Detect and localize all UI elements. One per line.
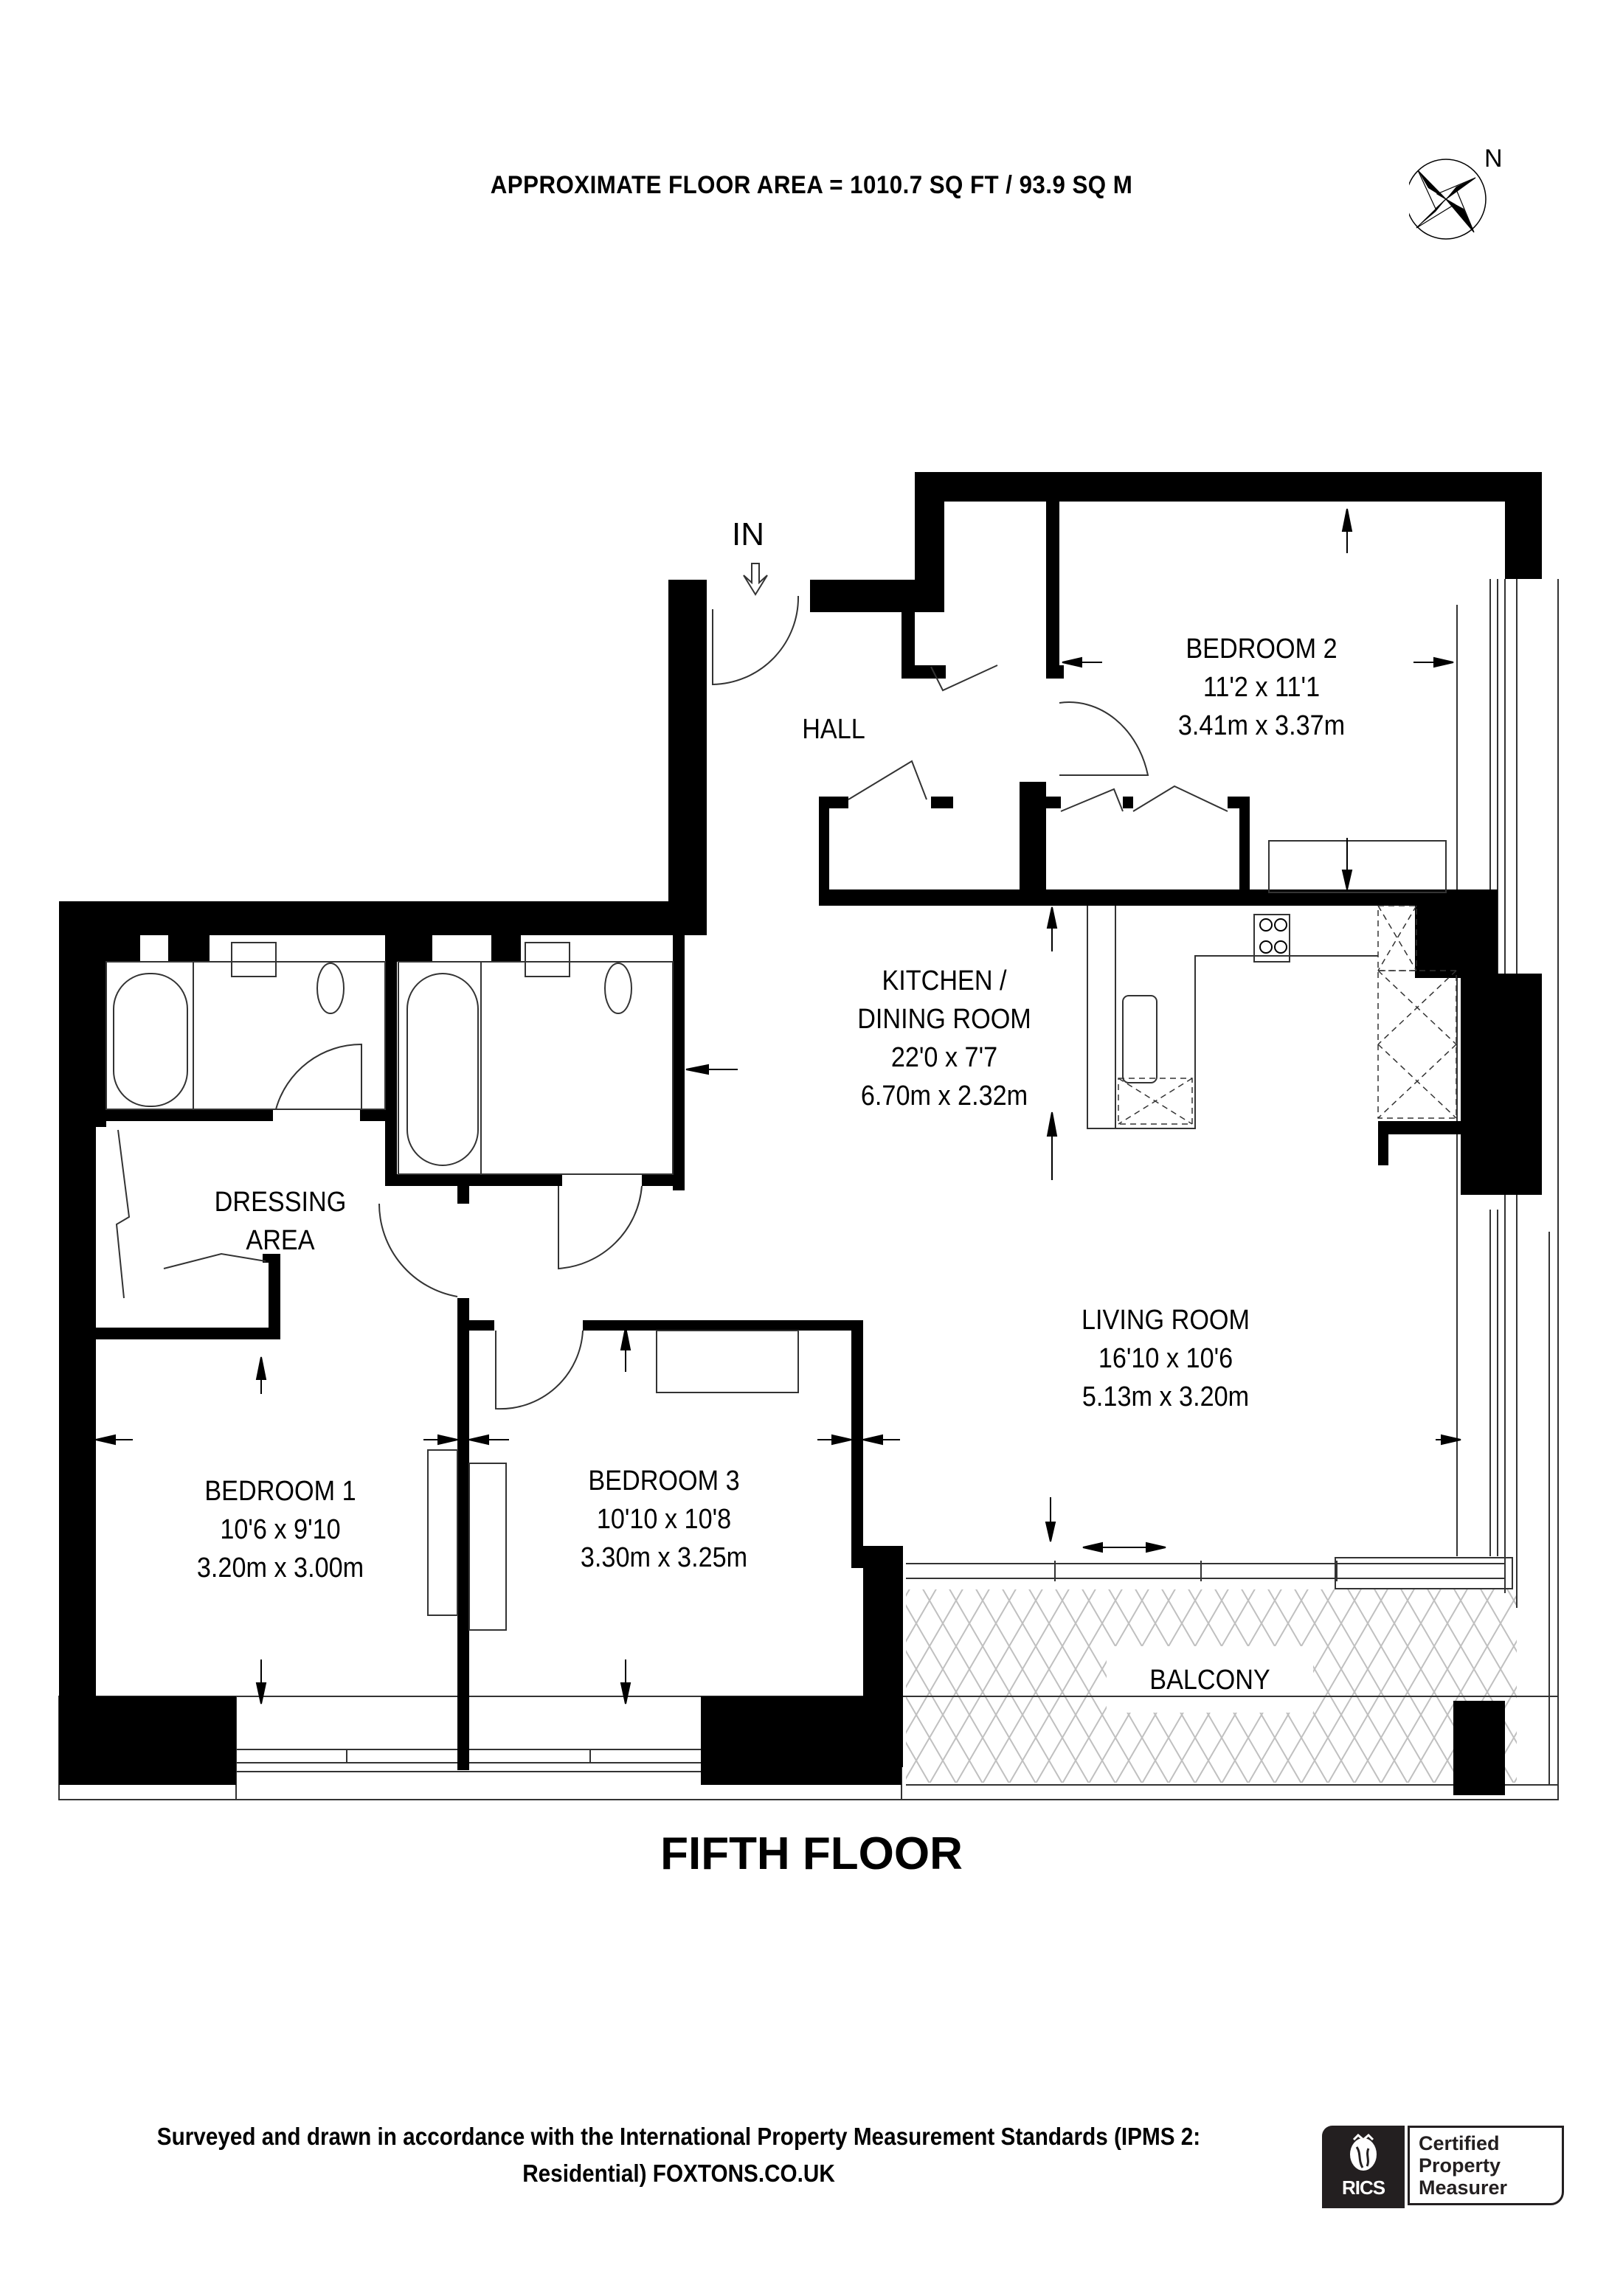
room-dimensions-imperial: 16'10 x 10'6 bbox=[1098, 1343, 1233, 1374]
room-dimensions-metric: 3.20m x 3.00m bbox=[196, 1553, 364, 1584]
rics-logo: RICS bbox=[1322, 2126, 1405, 2208]
entrance-arrow-icon bbox=[743, 563, 768, 596]
room-dimensions-imperial: 11'2 x 11'1 bbox=[1202, 672, 1321, 703]
room-label-kitchen-dining: KITCHEN / DINING ROOM 22'0 x 7'7 6.70m x… bbox=[831, 962, 1057, 1115]
room-name: BEDROOM 3 bbox=[588, 1466, 740, 1496]
floor-name: FIFTH FLOOR bbox=[660, 1828, 963, 1879]
dimension-arrows bbox=[95, 508, 1461, 1704]
room-label-bedroom-1: BEDROOM 1 10'6 x 9'10 3.20m x 3.00m bbox=[161, 1472, 400, 1587]
footer-disclaimer: Surveyed and drawn in accordance with th… bbox=[108, 2118, 1250, 2192]
walls bbox=[59, 472, 1542, 1795]
room-dimensions-metric: 5.13m x 3.20m bbox=[1082, 1381, 1250, 1412]
compass-north-label: N bbox=[1484, 145, 1503, 173]
room-name-line2: DINING ROOM bbox=[857, 1004, 1031, 1035]
room-name-line2: AREA bbox=[246, 1225, 315, 1256]
room-dimensions-metric: 3.30m x 3.25m bbox=[580, 1542, 748, 1573]
door-swings bbox=[105, 595, 1447, 1631]
room-dimensions-metric: 3.41m x 3.37m bbox=[1177, 710, 1346, 741]
room-dimensions-metric: 6.70m x 2.32m bbox=[860, 1081, 1028, 1111]
lion-icon bbox=[1350, 2134, 1377, 2171]
room-label-bedroom-2: BEDROOM 2 11'2 x 11'1 3.41m x 3.37m bbox=[1129, 630, 1394, 745]
room-dimensions-imperial: 10'6 x 9'10 bbox=[220, 1514, 341, 1545]
room-name-line1: KITCHEN / bbox=[882, 965, 1007, 996]
compass-icon bbox=[1409, 159, 1487, 240]
rics-certified-badge: RICS Certified Property Measurer bbox=[1322, 2126, 1564, 2208]
rics-wordmark: RICS bbox=[1341, 2177, 1385, 2199]
room-label-bedroom-3: BEDROOM 3 10'10 x 10'8 3.30m x 3.25m bbox=[544, 1462, 783, 1577]
room-dimensions-imperial: 10'10 x 10'8 bbox=[596, 1504, 732, 1535]
footer-line-1: Surveyed and drawn in accordance with th… bbox=[156, 2123, 1201, 2150]
appliance-markers bbox=[1118, 905, 1457, 1125]
entrance-label: IN bbox=[732, 516, 764, 552]
room-label-dressing-area: DRESSING AREA bbox=[187, 1183, 373, 1260]
room-label-hall: HALL bbox=[802, 714, 865, 745]
room-name: BEDROOM 2 bbox=[1186, 634, 1337, 665]
hob-icon bbox=[1259, 918, 1287, 954]
room-name: BEDROOM 1 bbox=[204, 1476, 356, 1507]
room-dimensions-imperial: 22'0 x 7'7 bbox=[890, 1042, 998, 1073]
room-label-living-room: LIVING ROOM 16'10 x 10'6 5.13m x 3.20m bbox=[1033, 1301, 1298, 1416]
floor-area-title: APPROXIMATE FLOOR AREA = 1010.7 SQ FT / … bbox=[490, 171, 1133, 199]
room-name: LIVING ROOM bbox=[1081, 1305, 1250, 1336]
room-label-balcony: BALCONY bbox=[1149, 1665, 1270, 1696]
room-name-line1: DRESSING bbox=[214, 1187, 347, 1218]
footer-line-2: Residential) FOXTONS.CO.UK bbox=[522, 2160, 835, 2187]
certified-measurer-text: Certified Property Measurer bbox=[1408, 2126, 1564, 2205]
